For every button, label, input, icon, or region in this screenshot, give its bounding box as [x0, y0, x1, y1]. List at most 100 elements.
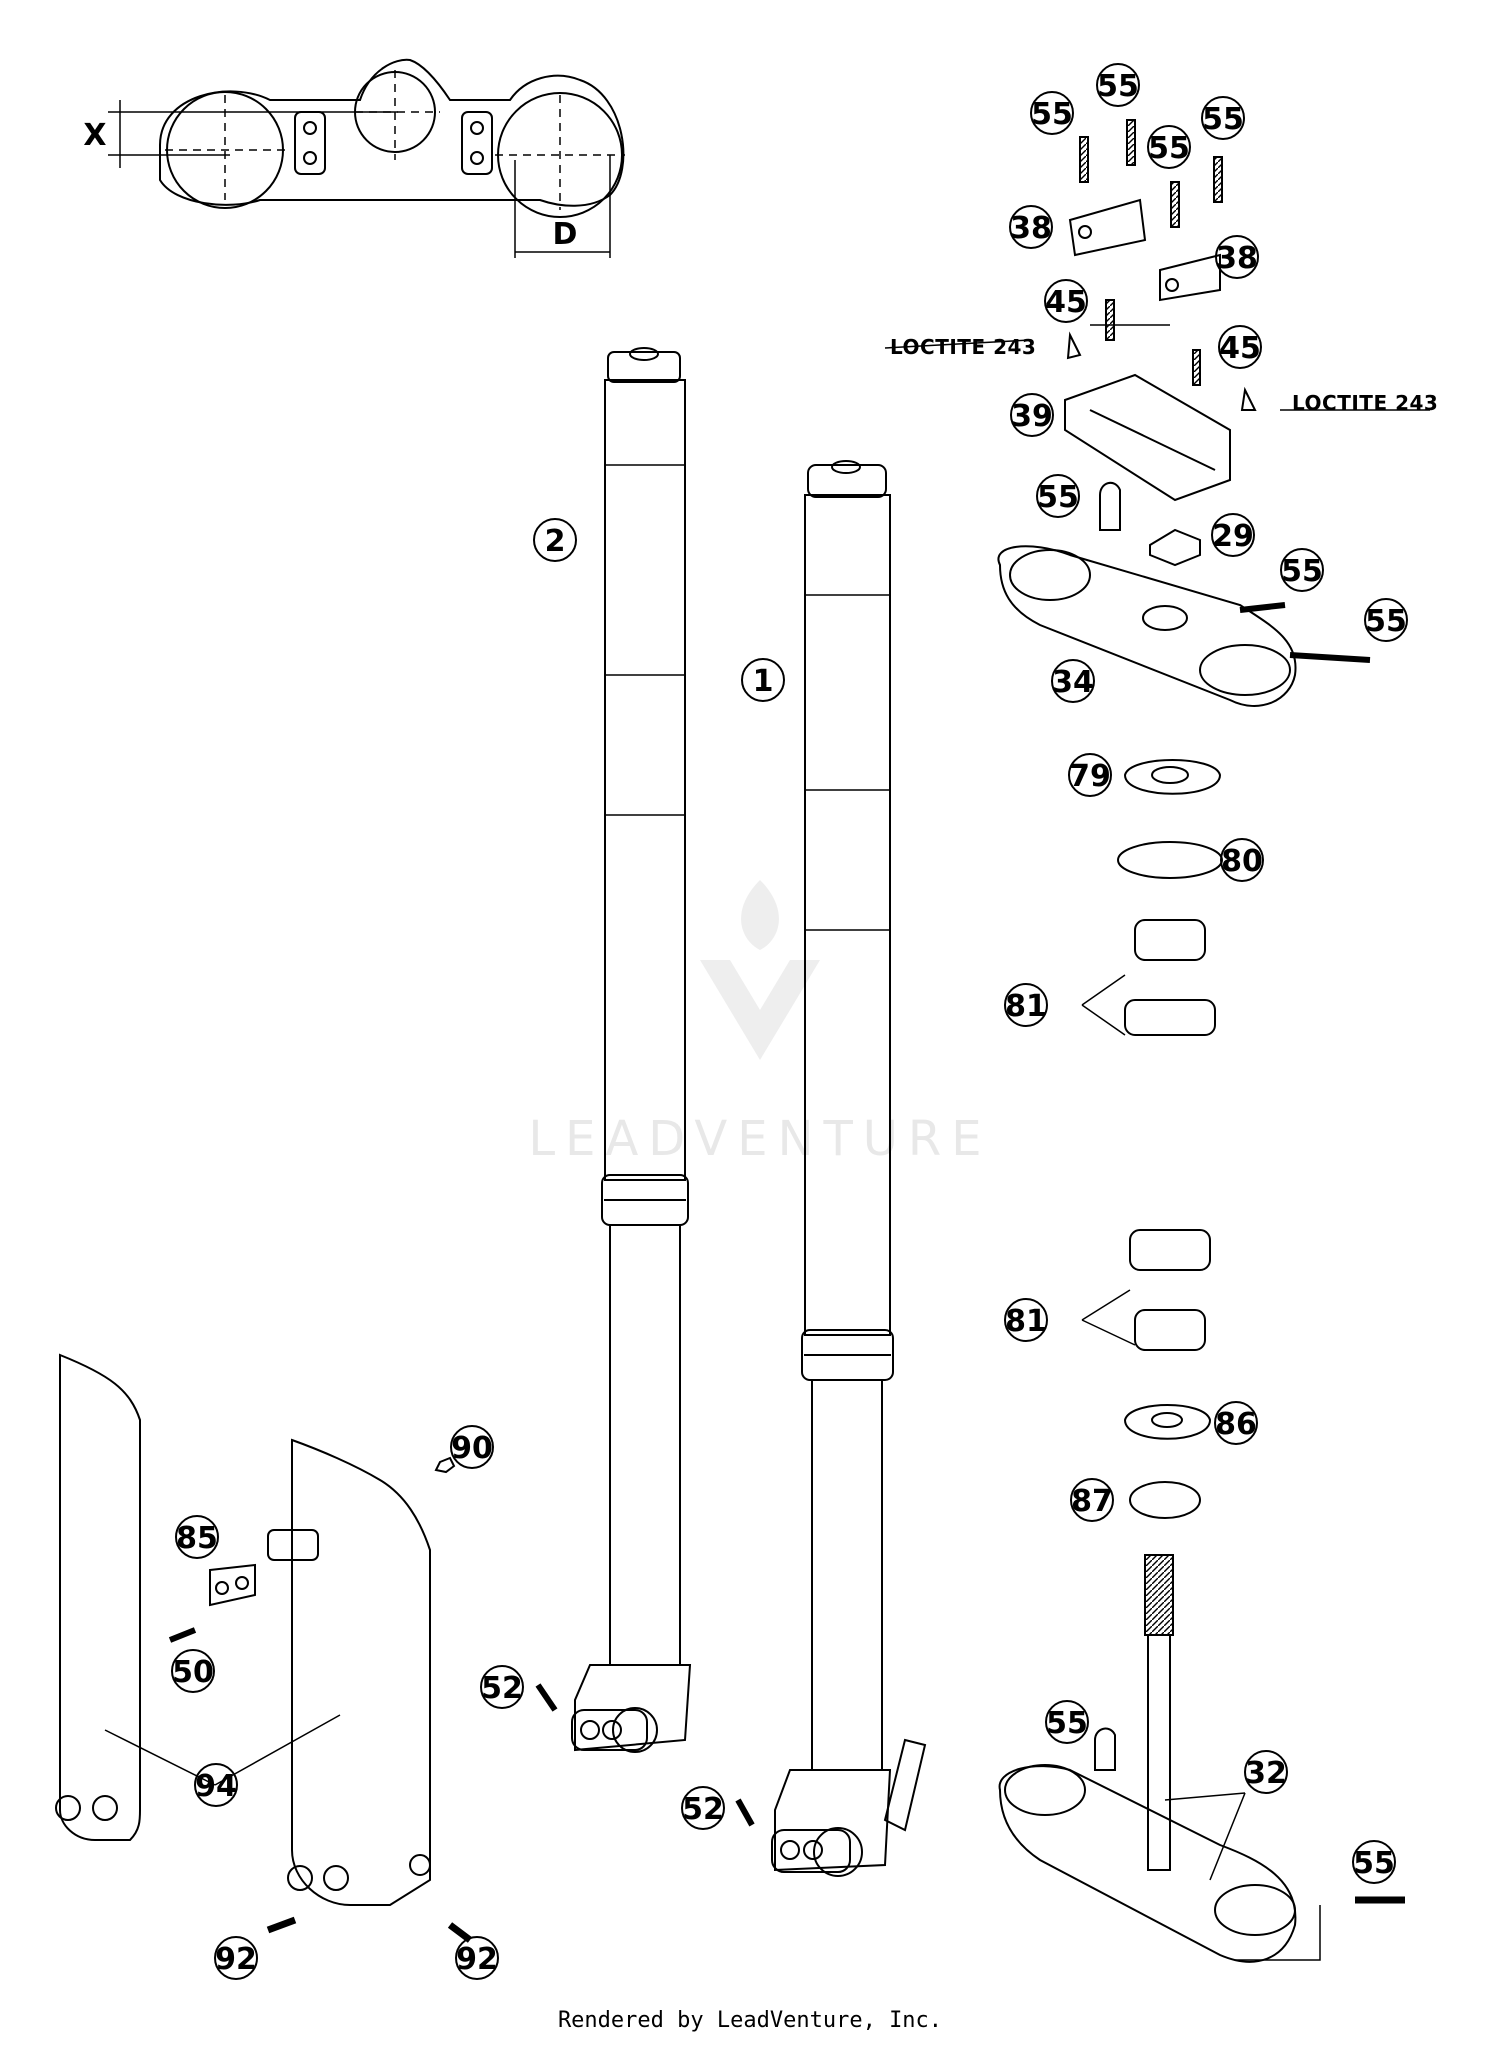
o-ring-80: [1117, 841, 1223, 879]
callout-87: 87: [1070, 1478, 1114, 1522]
svg-text:81: 81: [1005, 989, 1047, 1024]
svg-text:45: 45: [1219, 331, 1261, 366]
svg-text:92: 92: [456, 1942, 498, 1977]
svg-text:55: 55: [1365, 604, 1407, 639]
bearing-81-lower: [1129, 1229, 1211, 1351]
nut-90: [434, 1456, 456, 1474]
watermark-text: LEADVENTURE: [528, 1111, 991, 1167]
bolt-55-4: [1213, 156, 1223, 203]
bearing-81-upper: [1124, 919, 1216, 1036]
bolt-45-left: [1105, 299, 1115, 341]
callout-38-a: 38: [1009, 205, 1053, 249]
svg-text:80: 80: [1221, 844, 1263, 879]
callout-92-a: 92: [214, 1936, 258, 1980]
fork-leg-1: [771, 460, 927, 1877]
callout-45-a: 45: [1044, 279, 1088, 323]
callout-2: 2: [533, 518, 577, 562]
bolt-55-3: [1170, 181, 1180, 228]
screw-92-right: [447, 1922, 473, 1943]
callout-92-b: 92: [455, 1936, 499, 1980]
callout-90: 90: [450, 1425, 494, 1469]
handlebar-clamp-38-right: [1159, 253, 1221, 302]
svg-text:81: 81: [1005, 1304, 1047, 1339]
svg-text:55: 55: [1097, 69, 1139, 104]
callout-80: 80: [1220, 838, 1264, 882]
loctite-drop-right: [1240, 386, 1257, 411]
callout-55-f: 55: [1280, 548, 1324, 592]
fork-leg-2: [571, 347, 692, 1753]
svg-text:52: 52: [481, 1671, 523, 1706]
svg-text:87: 87: [1071, 1484, 1113, 1519]
svg-text:85: 85: [176, 1521, 218, 1556]
callout-52-a: 52: [480, 1665, 524, 1709]
svg-text:52: 52: [682, 1792, 724, 1827]
svg-text:29: 29: [1212, 519, 1254, 554]
svg-text:38: 38: [1216, 241, 1258, 276]
callout-79: 79: [1068, 753, 1112, 797]
fork-guard-left: [55, 1353, 141, 1841]
guard-clamp-85: [209, 1563, 256, 1607]
svg-text:38: 38: [1010, 211, 1052, 246]
svg-text:55: 55: [1031, 97, 1073, 132]
washer-86: [1123, 1404, 1212, 1440]
loctite-note-left: LOCTITE 243: [890, 335, 1036, 359]
callout-29: 29: [1211, 513, 1255, 557]
svg-text:79: 79: [1069, 759, 1111, 794]
bolt-45-right: [1192, 349, 1201, 386]
svg-text:94: 94: [195, 1769, 237, 1804]
svg-text:55: 55: [1148, 131, 1190, 166]
svg-text:32: 32: [1245, 1756, 1287, 1791]
upper-triple-clamp-34: [997, 481, 1371, 707]
callout-55-a: 55: [1030, 91, 1074, 135]
callout-55-g: 55: [1364, 598, 1408, 642]
svg-text:39: 39: [1011, 399, 1053, 434]
callout-55-d: 55: [1201, 96, 1245, 140]
screw-92-left: [266, 1916, 297, 1934]
callout-55-c: 55: [1147, 125, 1191, 169]
loctite-note-right: LOCTITE 243: [1292, 391, 1438, 415]
svg-text:90: 90: [451, 1431, 493, 1466]
triple-clamp-dimension-diagram: X D: [83, 58, 625, 258]
svg-text:55: 55: [1353, 1846, 1395, 1881]
callout-81-b: 81: [1004, 1298, 1048, 1342]
svg-text:55: 55: [1037, 480, 1079, 515]
callout-39: 39: [1010, 393, 1054, 437]
callout-81-a: 81: [1004, 983, 1048, 1027]
o-ring-87: [1129, 1481, 1201, 1519]
dimension-d-label: D: [553, 217, 578, 252]
handlebar-clamp-38-left: [1068, 198, 1147, 257]
nut-29: [1149, 528, 1201, 567]
callout-32: 32: [1244, 1750, 1288, 1794]
bolt-55-5: [1099, 481, 1121, 531]
screw-52-left: [535, 1683, 558, 1712]
svg-text:1: 1: [753, 664, 774, 699]
callout-94: 94: [194, 1763, 238, 1807]
svg-text:45: 45: [1045, 285, 1087, 320]
render-credit-footer: Rendered by LeadVenture, Inc.: [557, 2008, 943, 2033]
bolt-55-2: [1126, 119, 1136, 166]
callout-52-b: 52: [681, 1786, 725, 1830]
callout-86: 86: [1214, 1401, 1258, 1445]
screw-52-right: [735, 1798, 755, 1827]
clamp-bridge-39: [1064, 373, 1231, 502]
svg-text:50: 50: [172, 1655, 214, 1690]
bolt-55-7: [1094, 1727, 1116, 1771]
svg-text:2: 2: [545, 524, 566, 559]
callout-55-e: 55: [1036, 474, 1080, 518]
leadventure-watermark: LEADVENTURE: [528, 880, 991, 1167]
washer-79: [1123, 759, 1222, 795]
screw-50: [168, 1627, 197, 1643]
callout-50: 50: [171, 1649, 215, 1693]
callout-85: 85: [175, 1515, 219, 1559]
lower-triple-clamp-32: [998, 1554, 1405, 1963]
dimension-x-label: X: [83, 118, 106, 153]
callout-55-i: 55: [1352, 1840, 1396, 1884]
bolt-55-1: [1079, 136, 1089, 183]
svg-text:34: 34: [1052, 665, 1094, 700]
callout-45-b: 45: [1218, 325, 1262, 369]
fork-guard-right: [267, 1438, 431, 1906]
callout-55-b: 55: [1096, 63, 1140, 107]
callout-1: 1: [741, 658, 785, 702]
callout-34: 34: [1051, 659, 1095, 703]
